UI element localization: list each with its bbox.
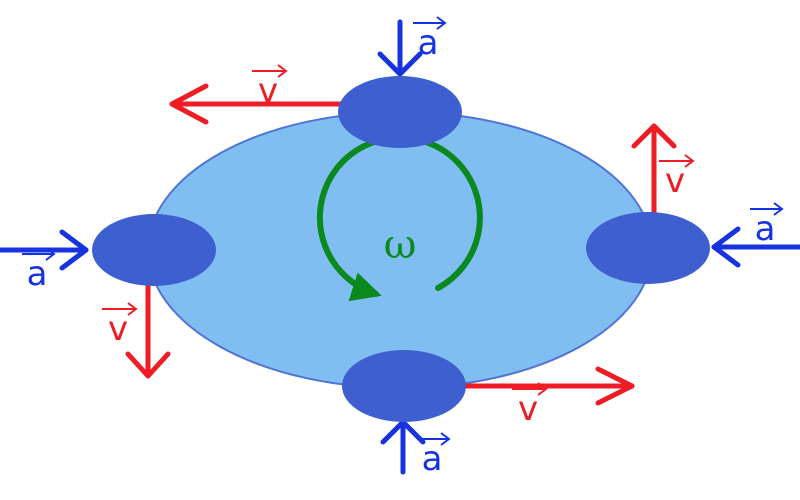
svg-text:v: v xyxy=(665,161,685,201)
acceleration-arrow-bottom xyxy=(380,419,426,475)
velocity-arrows xyxy=(125,83,677,406)
acceleration-arrow-right xyxy=(711,226,800,268)
svg-text:v: v xyxy=(518,389,538,429)
acceleration-label-top: a xyxy=(413,16,447,63)
mass-top xyxy=(338,76,462,148)
svg-text:v: v xyxy=(258,71,278,111)
velocity-labels: v v v v xyxy=(102,64,695,429)
acceleration-label-bottom: a xyxy=(417,432,451,479)
velocity-arrow-left xyxy=(125,283,171,379)
velocity-arrow-right xyxy=(631,123,677,219)
svg-text:a: a xyxy=(27,254,48,294)
omega-label: ω xyxy=(384,222,417,268)
svg-text:a: a xyxy=(422,439,443,479)
velocity-label-right: v xyxy=(659,154,695,201)
mass-bottom xyxy=(342,350,466,422)
svg-text:a: a xyxy=(755,209,776,249)
acceleration-arrows xyxy=(0,19,800,475)
velocity-label-bottom: v xyxy=(512,382,548,429)
velocity-label-left: v xyxy=(102,302,138,349)
mass-left xyxy=(92,214,216,286)
acceleration-label-left: a xyxy=(22,247,56,294)
acceleration-arrow-top xyxy=(377,19,423,77)
velocity-label-top: v xyxy=(252,64,288,111)
acceleration-label-right: a xyxy=(750,202,784,249)
velocity-arrow-top xyxy=(169,83,343,125)
svg-text:a: a xyxy=(418,23,439,63)
mass-right xyxy=(586,212,710,284)
svg-text:v: v xyxy=(108,309,128,349)
velocity-arrow-bottom xyxy=(461,366,635,406)
acceleration-arrow-left xyxy=(0,229,89,271)
acceleration-labels: a a a a xyxy=(22,16,784,479)
